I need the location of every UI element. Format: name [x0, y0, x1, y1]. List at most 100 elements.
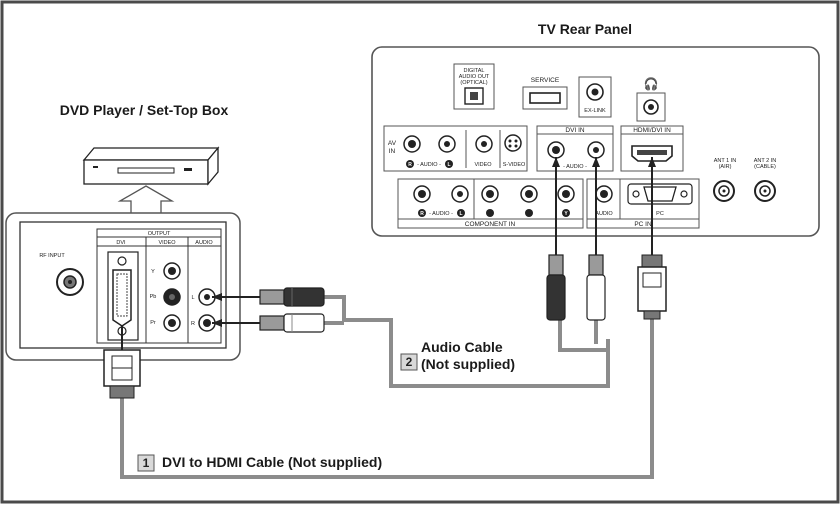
dvi-cable-number: 1	[143, 456, 150, 470]
av-in-label-1: AV	[388, 140, 397, 147]
hdmi-plug-face-icon	[642, 272, 662, 288]
video-pb-jack-center-icon	[169, 294, 175, 300]
comp-r-badge-icon	[418, 209, 426, 217]
rf-input-label: RF INPUT	[39, 253, 65, 259]
optical-port-inner-icon	[470, 92, 478, 100]
arrow-r-icon	[212, 319, 222, 327]
dvi-audio-l-jack-center-icon	[593, 147, 599, 153]
dvi-cable-badge	[137, 454, 155, 472]
audio-plug-r-body-icon	[283, 313, 325, 333]
dvd-title: DVD Player / Set-Top Box	[60, 102, 229, 118]
dvi-out-label: DVI	[116, 240, 126, 246]
comp-audio-l-jack-center-icon	[457, 191, 463, 197]
dvi-audio-r-jack-center-icon	[552, 146, 560, 154]
comp-pr-badge-icon	[486, 209, 494, 217]
output-label: OUTPUT	[148, 231, 171, 237]
audio-plug-l-body-icon	[283, 287, 325, 307]
dvi-pins-icon	[116, 273, 128, 317]
pc-in-label: PC IN	[634, 221, 652, 228]
svideo-pin-2-icon	[514, 139, 518, 143]
audio-cable-join	[558, 344, 608, 352]
arrow-l-icon	[212, 293, 222, 301]
av-in-label-2: IN	[389, 148, 396, 155]
headphone-jack-center-icon	[648, 104, 654, 110]
comp-pb-badge-icon	[525, 209, 533, 217]
tv-arrow-r-icon	[592, 157, 600, 167]
audio-cable-path	[324, 295, 610, 388]
pc-audio-label: AUDIO	[595, 211, 613, 217]
ant2-label-2: (CABLE)	[754, 164, 776, 170]
ant2-label-1: ANT 2 IN	[754, 158, 777, 164]
l-badge-text-icon: L	[447, 162, 450, 168]
rf-jack-center-icon	[68, 280, 72, 284]
y-label: Y	[151, 269, 155, 275]
svideo-jack-icon	[504, 134, 522, 152]
hdmi-port-inner-icon	[637, 150, 667, 155]
svideo-label: S-VIDEO	[503, 162, 526, 168]
pc-label: PC	[656, 211, 664, 217]
dvi-screw-top-icon	[117, 256, 127, 266]
r-label: R	[191, 321, 195, 327]
dvi-plug-boot-icon	[109, 385, 135, 399]
service-label: SERVICE	[531, 77, 560, 84]
tv-audio-plug-l-body-icon	[546, 274, 566, 321]
comp-y-badge-icon	[562, 209, 570, 217]
tv-arrow-l-icon	[552, 157, 560, 167]
tv-audio-plug-r-body-icon	[586, 274, 606, 321]
dvd-tray-icon	[117, 167, 175, 174]
exlink-label: EX-LINK	[584, 108, 606, 114]
audio-cable-label: Audio Cable	[421, 339, 503, 355]
ant1-label-2: (AIR)	[719, 164, 732, 170]
service-port-icon	[529, 92, 561, 104]
vga-port-icon	[643, 186, 677, 202]
dvd-power-icon	[93, 166, 98, 168]
comp-y-badge-text-icon: Y	[564, 211, 568, 217]
l-badge-icon	[445, 160, 453, 168]
dvi-cable-label: DVI to HDMI Cable (Not supplied)	[162, 454, 382, 470]
svideo-pin-4-icon	[514, 144, 518, 148]
comp-r-badge-text-icon: R	[420, 211, 424, 217]
comp-y-jack-center-icon	[562, 190, 570, 198]
av-audio-l-jack-center-icon	[444, 141, 450, 147]
tv-audio-plug-r-icon	[588, 254, 604, 276]
pc-screw-left-icon	[632, 190, 640, 198]
comp-pb-jack-center-icon	[525, 190, 533, 198]
digital-audio-label-1: DIGITAL	[464, 68, 485, 74]
comp-audio-r-jack-center-icon	[418, 190, 426, 198]
tv-title: TV Rear Panel	[538, 21, 632, 37]
digital-audio-label-2: AUDIO OUT	[459, 74, 490, 80]
dvd-side-icon	[207, 146, 219, 186]
comp-l-badge-text-icon: L	[459, 211, 462, 217]
hdmi-label: HDMI/DVI IN	[633, 127, 671, 134]
pb-label: Pb	[150, 294, 157, 300]
audio-l-jack-center-icon	[204, 294, 210, 300]
r-badge-text-icon: R	[408, 162, 412, 168]
l-label: L	[191, 295, 194, 301]
audio-plug-r-icon	[259, 315, 285, 331]
audio-r-jack-center-icon	[203, 319, 211, 327]
hdmi-arrow-icon	[648, 157, 656, 167]
dvd-top-icon	[82, 147, 220, 161]
audio-out-label: AUDIO	[195, 240, 213, 246]
ant2-jack-center-icon	[763, 189, 767, 193]
av-video-label: VIDEO	[474, 162, 492, 168]
exlink-jack-center-icon	[591, 88, 599, 96]
video-out-label: VIDEO	[158, 240, 176, 246]
audio-cable-badge	[400, 353, 418, 371]
av-audio-r-jack-center-icon	[408, 140, 416, 148]
dvi-cable-path	[120, 318, 654, 479]
component-audio-label: - AUDIO -	[429, 211, 453, 217]
hdmi-plug-tip-icon	[641, 254, 663, 268]
av-audio-label: - AUDIO -	[417, 162, 441, 168]
pc-audio-jack-center-icon	[600, 190, 608, 198]
svideo-pin-1-icon	[508, 139, 512, 143]
pr-label: Pr	[150, 320, 156, 326]
comp-l-badge-icon	[457, 209, 465, 217]
ant1-jack-center-icon	[722, 189, 726, 193]
dvi-in-label: DVI IN	[565, 127, 584, 134]
audio-cable-number: 2	[406, 355, 413, 369]
pc-screw-right-icon	[680, 190, 688, 198]
callout-arrow-icon	[117, 185, 175, 213]
hdmi-plug-boot-icon	[643, 310, 661, 320]
